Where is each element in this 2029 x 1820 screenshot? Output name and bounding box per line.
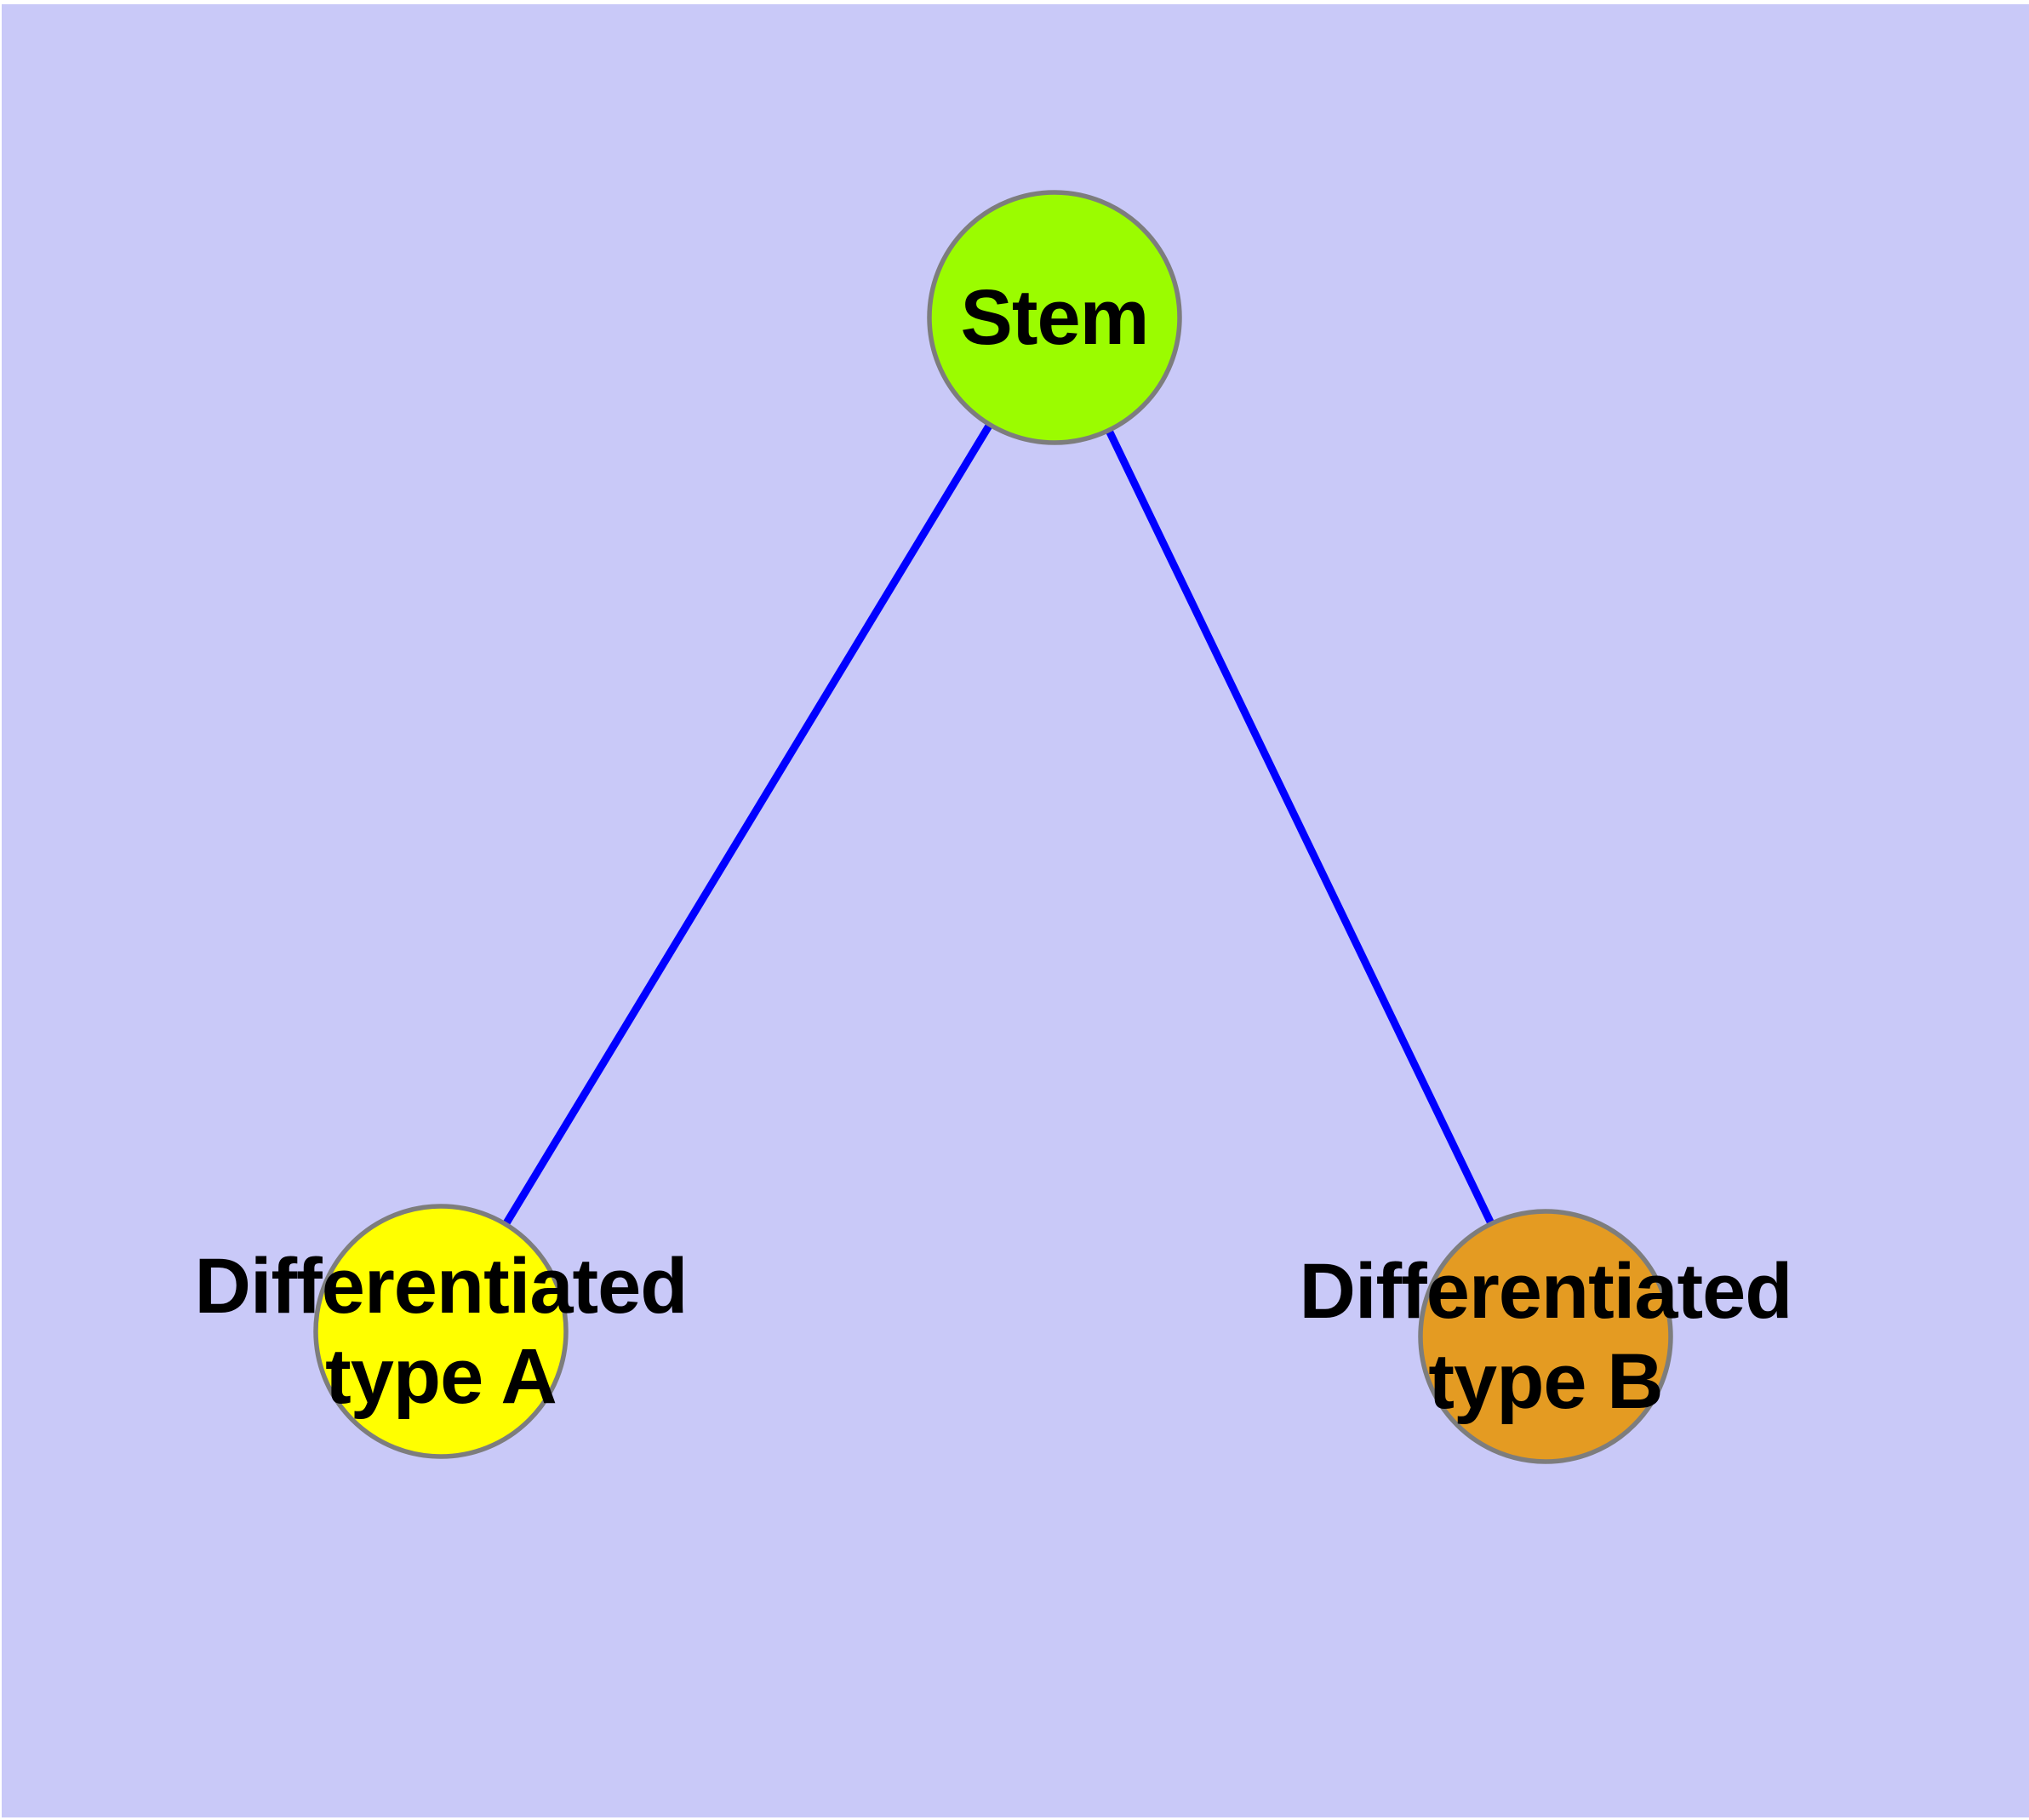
frame-left-strip [0,0,2,1820]
type-b-node-label: Differentiated type B [1299,1246,1793,1427]
edge-stem-type-b [1050,316,1550,1338]
type-a-node-circle [313,1204,569,1459]
type-b-node-circle [1418,1209,1673,1464]
type-a-node-label: Differentiated type A [194,1241,689,1422]
frame-top-strip [0,0,2029,4]
stem-node-label-text: Stem [960,274,1150,361]
type-a-node-label-line2: type A [325,1333,557,1420]
frame-bottom-strip [0,1817,2029,1820]
stem-node-circle [927,190,1182,445]
edge-stem-type-a [437,315,1058,1334]
type-b-node-label-line1: Differentiated [1299,1248,1793,1335]
type-b-node-label-line2: type B [1428,1338,1663,1425]
stem-node-label: Stem [960,272,1150,363]
type-a-node-label-line1: Differentiated [194,1243,689,1330]
